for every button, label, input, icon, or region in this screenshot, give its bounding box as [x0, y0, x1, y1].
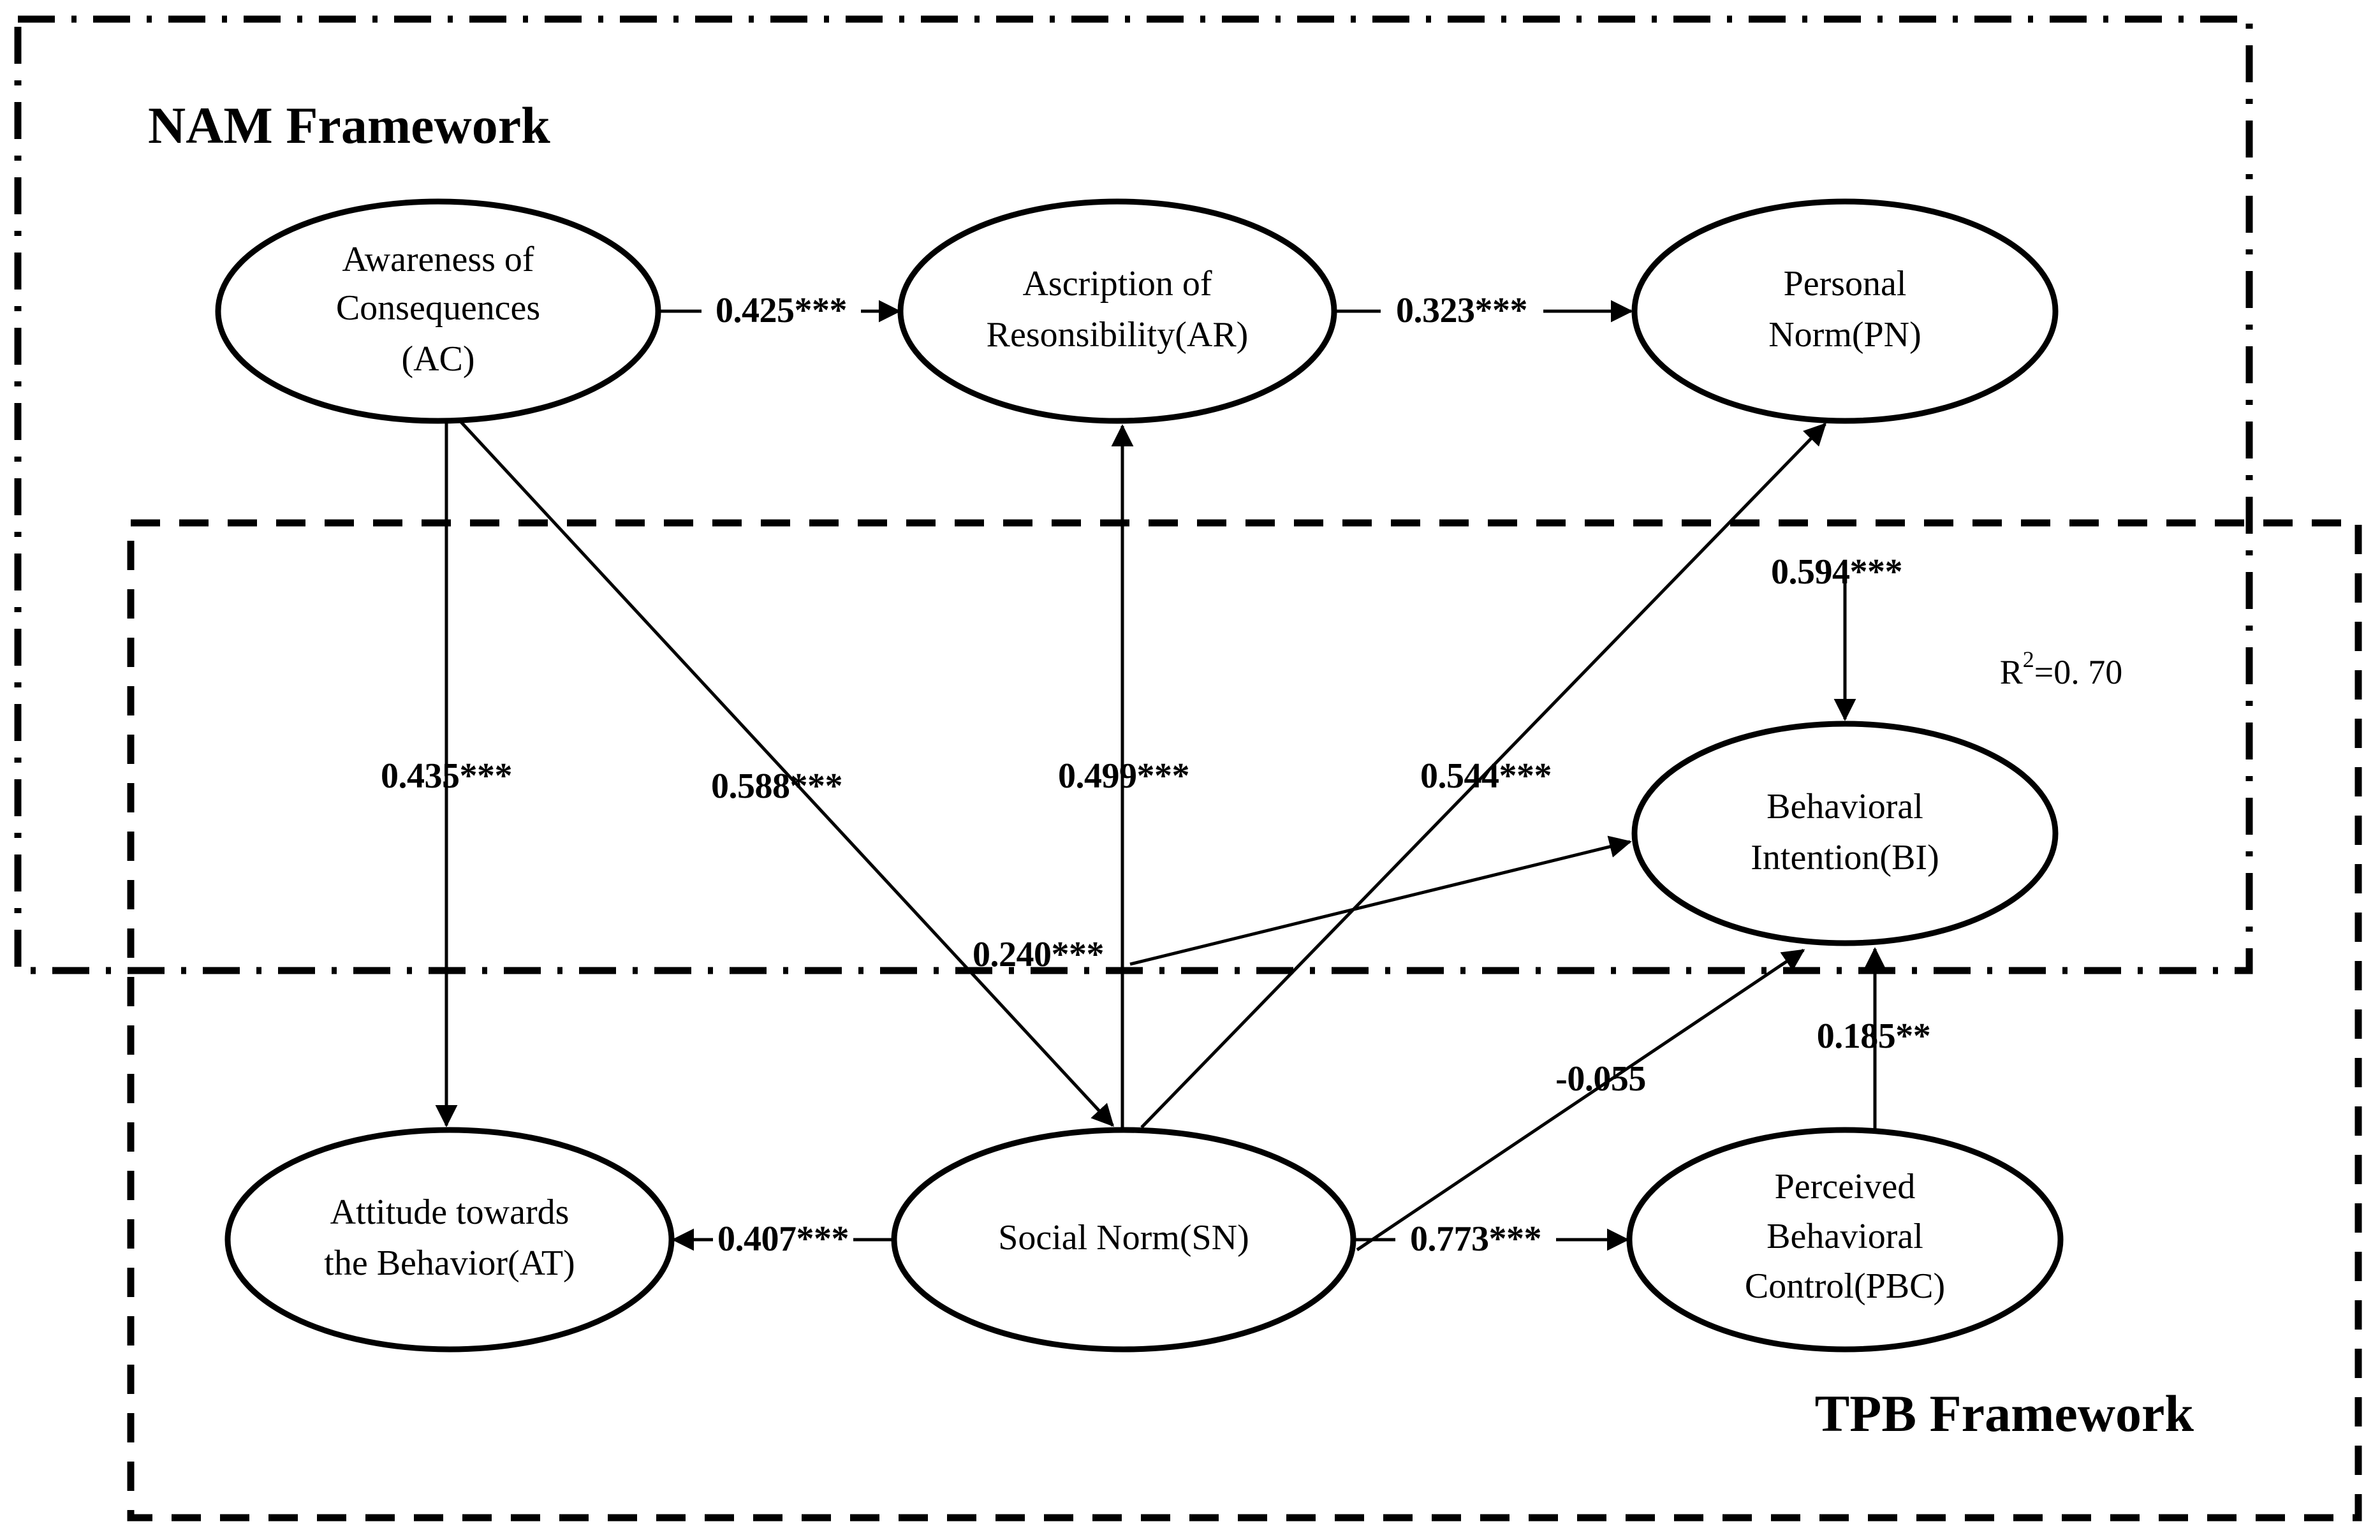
- node-behavioral-intention[interactable]: Behavioral Intention(BI): [1631, 721, 2059, 946]
- edge-label-sn-ar: 0.499***: [1058, 756, 1189, 796]
- node-pbc-label-line1: Perceived: [1775, 1167, 1916, 1206]
- r-squared-suffix: =0. 70: [2034, 653, 2122, 691]
- edge-sn-pn: [1140, 422, 1826, 1129]
- node-awareness-of-consequences[interactable]: Awareness of Consequences (AC): [215, 198, 661, 424]
- node-pbc-ellipse: [1626, 1127, 2064, 1353]
- node-personal-norm[interactable]: Personal Norm(PN): [1631, 198, 2059, 424]
- node-ar-label-line1: Ascription of: [1022, 264, 1212, 304]
- node-bi-label-line2: Intention(BI): [1751, 838, 1939, 877]
- node-pn-label-line1: Personal: [1784, 264, 1907, 304]
- node-sn-label-line1: Social Norm(SN): [998, 1218, 1249, 1258]
- edge-sn-bi-nonsig: [1356, 948, 1805, 1252]
- node-social-norm[interactable]: Social Norm(SN): [891, 1127, 1356, 1353]
- node-ac-label-line1: Awareness of: [342, 240, 534, 279]
- edge-label-sn-bi-nonsig: -0.055: [1555, 1059, 1646, 1099]
- node-ar-label-line2: Resonsibility(AR): [987, 315, 1249, 355]
- r-squared-superscript: 2: [2023, 647, 2034, 672]
- svg-text:R2=0. 70: R2=0. 70: [2000, 647, 2123, 691]
- node-pn-ellipse: [1631, 198, 2059, 424]
- r-squared-prefix: R: [2000, 653, 2023, 691]
- edge-label-sn-pbc: 0.773***: [1410, 1219, 1541, 1259]
- edge-sn-bi: [1129, 835, 1632, 966]
- node-at-label-line1: Attitude towards: [330, 1192, 569, 1232]
- node-ascription-of-responsibility[interactable]: Ascription of Resonsibility(AR): [897, 198, 1337, 424]
- edge-label-ar-pn: 0.323***: [1396, 291, 1527, 330]
- node-attitude-towards-behavior[interactable]: Attitude towards the Behavior(AT): [224, 1127, 675, 1353]
- node-ac-label-line2: Consequences: [336, 288, 540, 328]
- edge-label-ac-at: 0.435***: [381, 756, 512, 796]
- edge-label-pn-bi: 0.594***: [1771, 552, 1902, 592]
- edge-label-sn-bi: 0.240***: [973, 935, 1104, 974]
- edge-label-sn-at: 0.407***: [717, 1219, 849, 1259]
- node-ac-ellipse: [215, 198, 661, 424]
- node-ac-label-line3: (AC): [401, 339, 474, 379]
- node-bi-label-line1: Behavioral: [1767, 787, 1923, 826]
- nam-framework-border: [14, 15, 2253, 974]
- edge-label-pbc-bi: 0.185**: [1817, 1016, 1931, 1056]
- node-sn-ellipse: [891, 1127, 1356, 1353]
- node-pbc-label-line3: Control(PBC): [1745, 1266, 1945, 1306]
- edge-label-ac-ar: 0.425***: [716, 291, 847, 330]
- edge-label-ac-sn: 0.588***: [711, 766, 842, 806]
- edge-label-sn-pn: 0.544***: [1420, 756, 1552, 796]
- r-squared-annotation: R2=0. 70: [2000, 647, 2123, 691]
- node-pn-label-line2: Norm(PN): [1768, 315, 1921, 355]
- node-at-ellipse: [224, 1127, 675, 1353]
- tpb-framework-border: [127, 519, 2362, 1522]
- node-perceived-behavioral-control[interactable]: Perceived Behavioral Control(PBC): [1626, 1127, 2064, 1353]
- edge-ac-sn: [453, 413, 1114, 1127]
- node-pbc-label-line2: Behavioral: [1767, 1217, 1923, 1256]
- node-bi-ellipse: [1631, 721, 2059, 946]
- node-ar-ellipse: [897, 198, 1337, 424]
- nam-framework-title: NAM Framework: [148, 96, 550, 154]
- node-at-label-line2: the Behavior(AT): [324, 1243, 575, 1283]
- tpb-framework-title: TPB Framework: [1815, 1384, 2194, 1442]
